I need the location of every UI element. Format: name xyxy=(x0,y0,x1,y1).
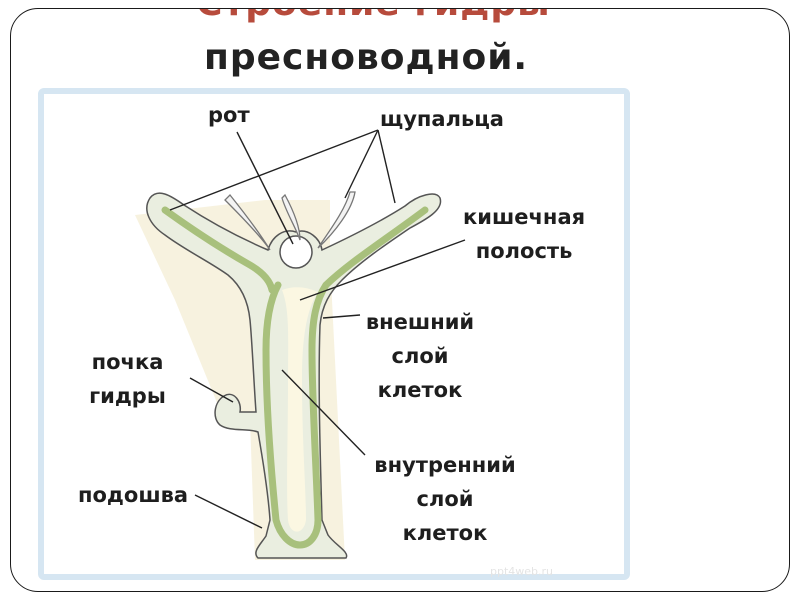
label-inner-line1: внутренний xyxy=(374,453,516,477)
tentacle-right xyxy=(317,191,356,249)
pointer-inner xyxy=(281,369,366,456)
label-gut-cavity: кишечная полость xyxy=(463,200,585,268)
pointer-mouth xyxy=(236,131,294,245)
pointer-lines xyxy=(169,129,466,529)
label-tentacles: щупальца xyxy=(380,102,504,136)
pointer-tentacle-2 xyxy=(344,129,379,199)
label-hydra-bud: почка гидры xyxy=(85,345,170,413)
tentacle-center xyxy=(281,193,301,241)
label-tentacles-text: щупальца xyxy=(380,107,504,131)
label-outer-layer: внешний слой клеток xyxy=(360,305,480,407)
label-bud-line1: почка xyxy=(91,350,164,374)
label-outer-line3: клеток xyxy=(377,378,463,402)
label-inner-layer: внутренний слой клеток xyxy=(365,448,525,550)
label-gut-line2: полость xyxy=(475,239,573,263)
hydra-body-inner-layer xyxy=(161,206,429,549)
pointer-tentacle-1 xyxy=(169,129,379,211)
tentacle-left xyxy=(224,194,271,251)
pointer-bud xyxy=(189,377,234,403)
pointer-gut xyxy=(299,239,466,301)
label-outer-line2: слой xyxy=(391,344,449,368)
slide-title-line2: пресноводной. xyxy=(204,37,529,78)
pointer-outer xyxy=(322,314,361,319)
label-inner-line2: слой xyxy=(416,487,474,511)
label-foot: подошва xyxy=(78,478,188,512)
pointer-tentacle-3 xyxy=(377,129,396,204)
label-mouth-text: рот xyxy=(208,103,250,127)
slide-title-line1: Строение гидры xyxy=(196,9,551,24)
watermark: ppt4web.ru xyxy=(490,565,554,578)
mouth-shape xyxy=(279,235,313,269)
label-outer-line1: внешний xyxy=(365,310,475,334)
label-inner-line3: клеток xyxy=(402,521,488,545)
label-gut-line1: кишечная xyxy=(463,205,586,229)
label-foot-text: подошва xyxy=(78,483,189,507)
label-mouth: рот xyxy=(208,98,250,132)
label-bud-line2: гидры xyxy=(89,384,166,408)
pointer-foot xyxy=(194,494,263,529)
gut-cavity xyxy=(282,287,318,532)
